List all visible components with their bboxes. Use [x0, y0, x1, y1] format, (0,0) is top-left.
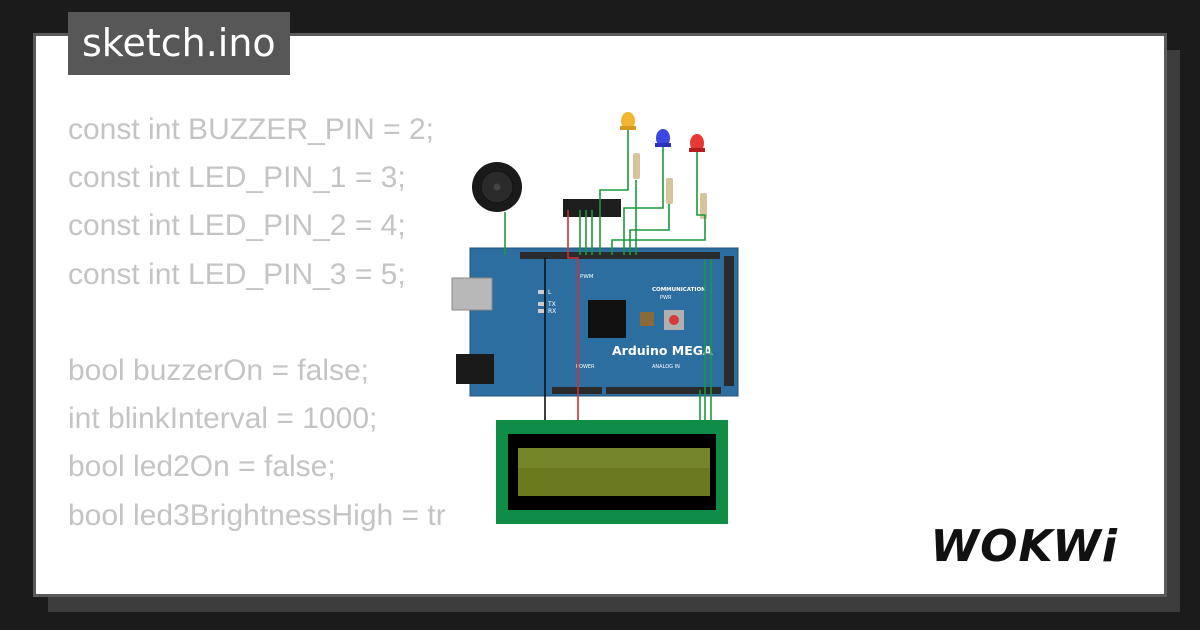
- code-line: const int LED_PIN_3 = 5;: [68, 257, 406, 291]
- lcd-display: [496, 420, 728, 524]
- code-line: bool led3BrightnessHigh = tr: [68, 498, 446, 532]
- led-rx: [538, 309, 544, 313]
- led-tx: [538, 302, 544, 306]
- led-yellow: [620, 112, 636, 130]
- label-analog-in: ANALOG IN: [652, 364, 680, 370]
- arduino-mega-board: L TX RX PWM COMMUNICATION PWR POWER ANAL…: [451, 247, 739, 397]
- code-line: const int LED_PIN_1 = 3;: [68, 161, 406, 195]
- code-line: bool buzzerOn = false;: [68, 353, 370, 387]
- header-right: [724, 256, 734, 386]
- code-preview: const int BUZZER_PIN = 2; const int LED_…: [68, 106, 968, 594]
- power-jack: [456, 354, 494, 384]
- label-l: L: [548, 289, 552, 296]
- board-name: Arduino MEGA: [612, 343, 713, 358]
- buzzer-icon: [472, 162, 522, 212]
- wires: [504, 130, 712, 448]
- label-power: POWER: [576, 364, 595, 370]
- circuit-diagram: L TX RX PWM COMMUNICATION PWR POWER ANAL…: [451, 112, 739, 524]
- header-analog: [606, 387, 721, 394]
- mcu-chip: [588, 300, 626, 338]
- code-line: [68, 540, 968, 588]
- page-title: sketch.ino: [68, 12, 290, 75]
- resistor: [700, 193, 707, 219]
- code-line: const int BUZZER_PIN = 2;: [68, 113, 434, 146]
- usb-port: [451, 277, 493, 311]
- label-rx: RX: [548, 308, 556, 315]
- header-top: [520, 252, 720, 259]
- ic-chip: [563, 199, 621, 217]
- code-line: const int LED_PIN_2 = 4;: [68, 209, 406, 243]
- code-line: bool led2On = false;: [68, 450, 336, 484]
- resistor: [666, 178, 673, 204]
- label-communication: COMMUNICATION: [652, 287, 706, 293]
- reset-button-cap: [669, 315, 679, 325]
- header-power: [552, 387, 602, 394]
- label-pwr: PWR: [660, 295, 672, 301]
- icsp-header: [640, 312, 654, 326]
- led-red: [689, 134, 705, 152]
- code-line: void setup() {: [68, 588, 968, 594]
- led-blue: [655, 129, 671, 147]
- resistor: [633, 153, 640, 179]
- label-pwm: PWM: [580, 274, 594, 280]
- label-tx: TX: [547, 301, 556, 308]
- led-l: [538, 290, 544, 294]
- wokwi-logo: WOKWi: [930, 521, 1118, 572]
- code-line: int blinkInterval = 1000;: [68, 402, 378, 436]
